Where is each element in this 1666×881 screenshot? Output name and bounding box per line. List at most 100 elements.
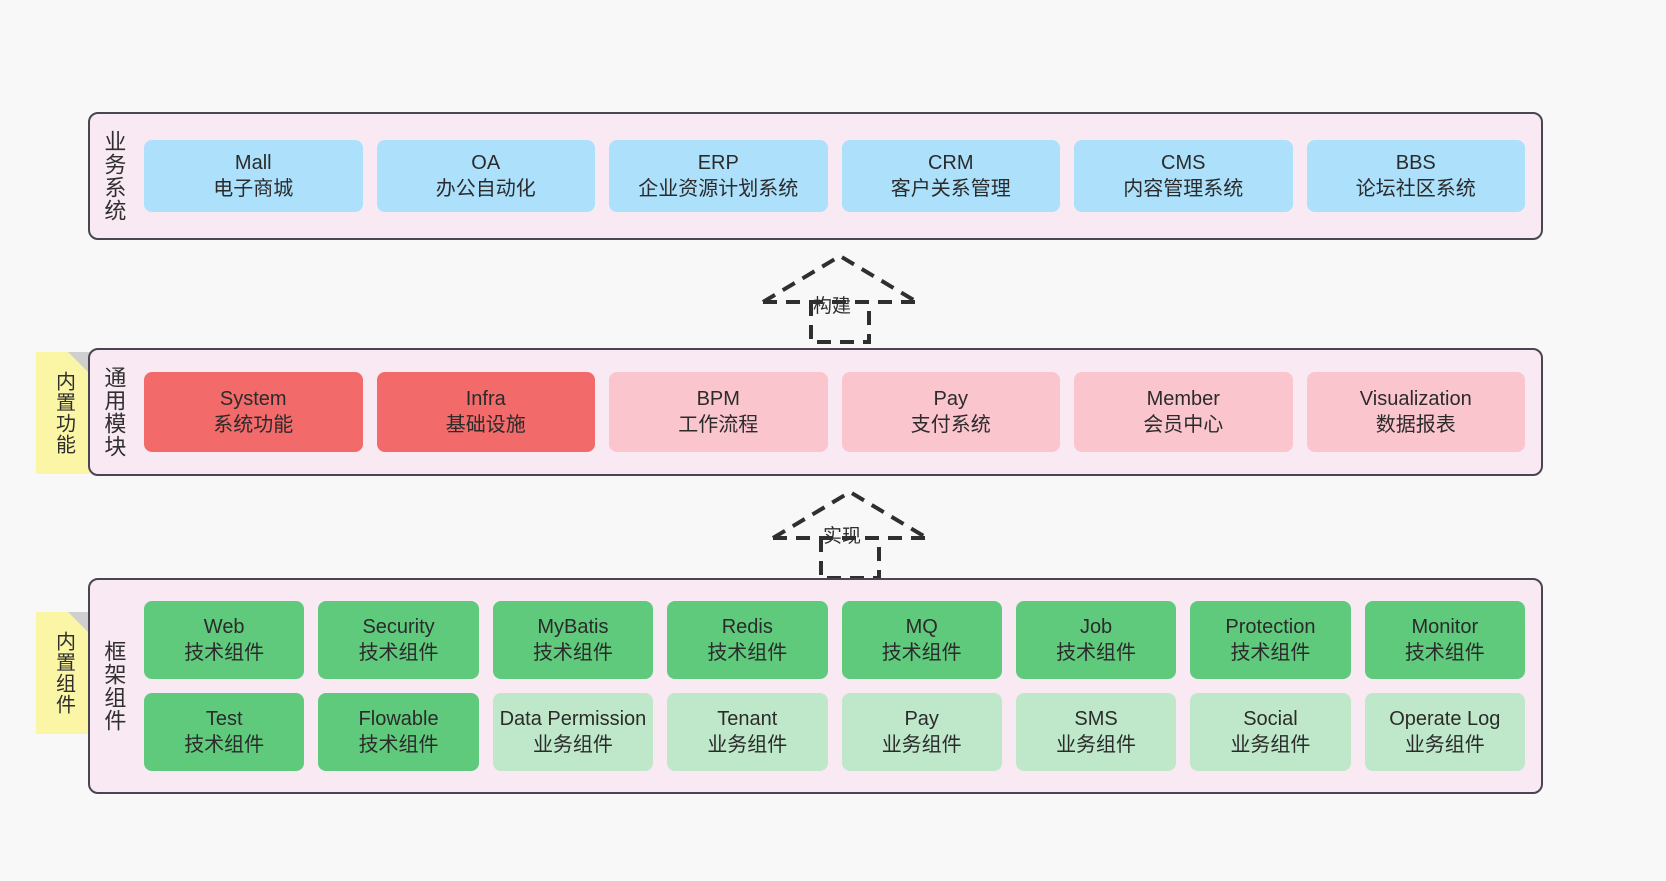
sticky-note-builtin-component: 内置组件	[36, 612, 90, 734]
layer-title-business: 业务系统	[101, 130, 127, 222]
node-web-cn: 技术组件	[184, 642, 265, 664]
node-tenant-cn: 业务组件	[707, 734, 788, 756]
arrow-implement-label: 实现	[823, 526, 862, 547]
node-redis-cn: 技术组件	[707, 642, 788, 664]
node-system-en: System	[219, 388, 287, 410]
node-test-en: Test	[205, 708, 243, 730]
node-flowable-cn: 技术组件	[358, 734, 439, 756]
node-visualization-cn: 数据报表	[1375, 414, 1456, 436]
node-infra[interactable]: Infra 基础设施	[376, 372, 595, 452]
node-member-en: Member	[1146, 388, 1220, 410]
node-mybatis-en: MyBatis	[537, 616, 609, 638]
node-mq-cn: 技术组件	[881, 642, 962, 664]
arrow-build-icon	[761, 253, 919, 344]
node-bpm[interactable]: BPM 工作流程	[609, 372, 828, 452]
node-sms-en: SMS	[1074, 708, 1118, 730]
layer-body-common: System 系统功能 Infra 基础设施 BPM 工作流程 Pay 支付系统…	[136, 350, 1541, 474]
node-monitor[interactable]: Monitor 技术组件	[1364, 601, 1525, 679]
arrow-build	[755, 252, 925, 344]
node-cms-en: CMS	[1161, 152, 1206, 174]
node-mybatis[interactable]: MyBatis 技术组件	[492, 601, 654, 679]
node-pay-module[interactable]: Pay 支付系统	[841, 372, 1060, 452]
layer-frame-row-business: Test 技术组件 Flowable 技术组件 Data Permission …	[144, 693, 1525, 771]
node-bpm-cn: 工作流程	[678, 414, 759, 436]
node-tenant-en: Tenant	[717, 708, 778, 730]
layer-framework-component: 框架组件 Web 技术组件 Security 技术组件 MyBatis 技术组件…	[88, 578, 1543, 794]
node-system[interactable]: System 系统功能	[144, 372, 363, 452]
node-erp-cn: 企业资源计划系统	[638, 178, 799, 200]
node-erp[interactable]: ERP 企业资源计划系统	[609, 140, 828, 212]
node-member-cn: 会员中心	[1143, 414, 1224, 436]
node-mybatis-cn: 技术组件	[532, 642, 613, 664]
node-security-en: Security	[362, 616, 435, 638]
node-cms-cn: 内容管理系统	[1123, 178, 1244, 200]
node-pay-component-en: Pay	[904, 708, 939, 730]
layer-body-business: Mall 电子商城 OA 办公自动化 ERP 企业资源计划系统 CRM 客户关系…	[136, 114, 1541, 238]
node-erp-en: ERP	[697, 152, 739, 174]
node-bpm-en: BPM	[696, 388, 740, 410]
layer-business-system: 业务系统 Mall 电子商城 OA 办公自动化 ERP 企业资源计划系统 CRM…	[88, 112, 1543, 240]
node-web[interactable]: Web 技术组件	[144, 601, 305, 679]
node-security[interactable]: Security 技术组件	[318, 601, 479, 679]
node-infra-en: Infra	[465, 388, 506, 410]
node-mq-en: MQ	[905, 616, 938, 638]
node-protection-cn: 技术组件	[1230, 642, 1311, 664]
sticky-fold-icon	[68, 352, 90, 374]
node-pay-module-en: Pay	[933, 388, 968, 410]
node-job[interactable]: Job 技术组件	[1015, 601, 1177, 679]
node-mall-cn: 电子商城	[213, 178, 294, 200]
node-member[interactable]: Member 会员中心	[1074, 372, 1293, 452]
node-social[interactable]: Social 业务组件	[1190, 693, 1351, 771]
node-test[interactable]: Test 技术组件	[144, 693, 305, 771]
node-crm[interactable]: CRM 客户关系管理	[841, 140, 1060, 212]
node-operate-log-en: Operate Log	[1389, 708, 1501, 730]
node-crm-cn: 客户关系管理	[890, 178, 1011, 200]
node-pay-component-cn: 业务组件	[881, 734, 962, 756]
node-data-permission-en: Data Permission	[499, 708, 647, 730]
sticky-note-builtin-component-label: 内置组件	[52, 631, 75, 715]
node-bbs[interactable]: BBS 论坛社区系统	[1306, 140, 1525, 212]
node-mall[interactable]: Mall 电子商城	[144, 140, 363, 212]
node-redis[interactable]: Redis 技术组件	[667, 601, 828, 679]
node-crm-en: CRM	[927, 152, 974, 174]
node-operate-log[interactable]: Operate Log 业务组件	[1364, 693, 1525, 771]
node-bbs-cn: 论坛社区系统	[1355, 178, 1476, 200]
layer-frame-row-tech: Web 技术组件 Security 技术组件 MyBatis 技术组件 Redi…	[144, 601, 1525, 679]
node-sms-cn: 业务组件	[1056, 734, 1137, 756]
node-redis-en: Redis	[721, 616, 773, 638]
layer-title-common: 通用模块	[101, 366, 127, 458]
node-flowable-en: Flowable	[358, 708, 439, 730]
layer-common-module: 通用模块 System 系统功能 Infra 基础设施 BPM 工作流程 Pay…	[88, 348, 1543, 476]
node-visualization[interactable]: Visualization 数据报表	[1306, 372, 1525, 452]
node-oa[interactable]: OA 办公自动化	[376, 140, 595, 212]
node-sms[interactable]: SMS 业务组件	[1015, 693, 1177, 771]
node-operate-log-cn: 业务组件	[1404, 734, 1485, 756]
node-monitor-en: Monitor	[1411, 616, 1479, 638]
layer-body-frame: Web 技术组件 Security 技术组件 MyBatis 技术组件 Redi…	[136, 580, 1541, 792]
node-data-permission-cn: 业务组件	[532, 734, 613, 756]
arrow-build-label: 构建	[813, 296, 852, 317]
node-job-en: Job	[1079, 616, 1113, 638]
layer-common-row: System 系统功能 Infra 基础设施 BPM 工作流程 Pay 支付系统…	[144, 372, 1525, 452]
node-protection[interactable]: Protection 技术组件	[1190, 601, 1351, 679]
node-mq[interactable]: MQ 技术组件	[841, 601, 1002, 679]
sticky-note-builtin-function: 内置功能	[36, 352, 90, 474]
sticky-fold-icon	[68, 612, 90, 634]
node-infra-cn: 基础设施	[445, 414, 526, 436]
node-social-cn: 业务组件	[1230, 734, 1311, 756]
node-visualization-en: Visualization	[1359, 388, 1472, 410]
node-cms[interactable]: CMS 内容管理系统	[1074, 140, 1293, 212]
node-pay-component[interactable]: Pay 业务组件	[841, 693, 1002, 771]
layer-business-row: Mall 电子商城 OA 办公自动化 ERP 企业资源计划系统 CRM 客户关系…	[144, 140, 1525, 212]
node-protection-en: Protection	[1225, 616, 1316, 638]
node-pay-module-cn: 支付系统	[910, 414, 991, 436]
node-oa-cn: 办公自动化	[435, 178, 536, 200]
node-tenant[interactable]: Tenant 业务组件	[667, 693, 828, 771]
node-data-permission[interactable]: Data Permission 业务组件	[492, 693, 654, 771]
node-flowable[interactable]: Flowable 技术组件	[318, 693, 479, 771]
sticky-note-builtin-function-label: 内置功能	[52, 371, 75, 455]
node-mall-en: Mall	[234, 152, 272, 174]
node-test-cn: 技术组件	[184, 734, 265, 756]
node-bbs-en: BBS	[1395, 152, 1436, 174]
